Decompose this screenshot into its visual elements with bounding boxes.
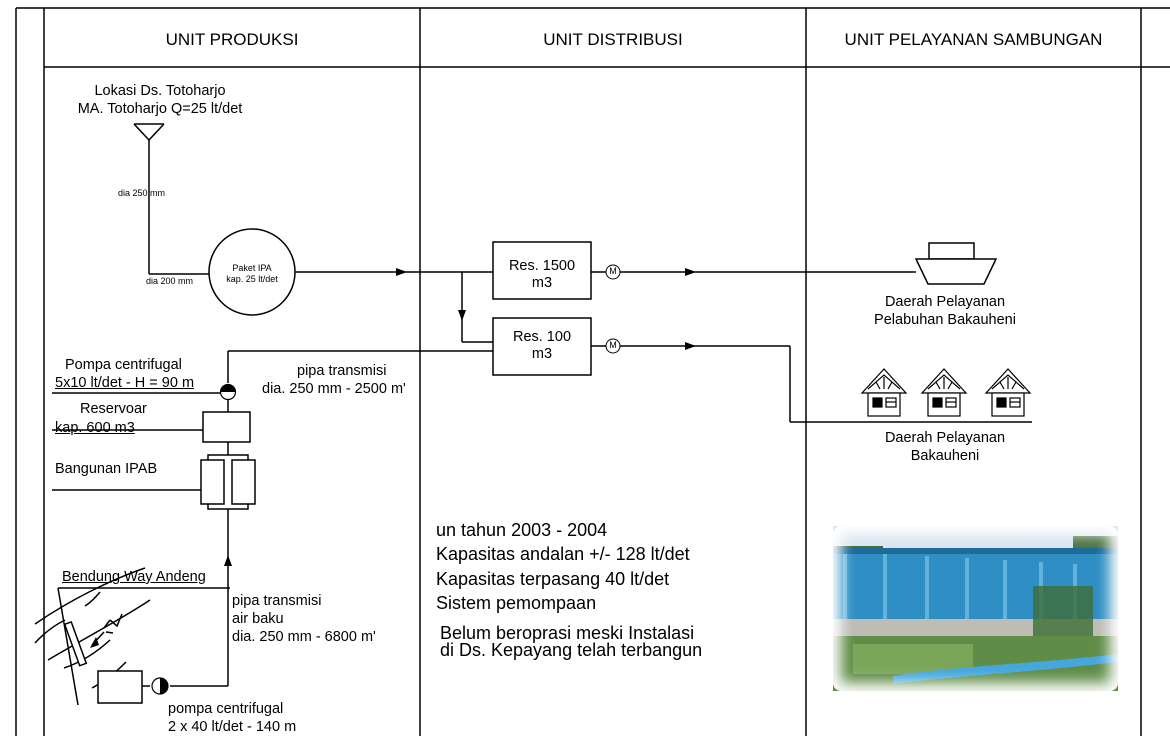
flow-arrow <box>458 310 466 321</box>
river-weir-symbol <box>34 567 230 706</box>
water-meter-symbol <box>605 338 621 354</box>
service-area-label: Daerah Pelayanan <box>884 294 1006 310</box>
installation-photo-vignette <box>833 526 1118 691</box>
table-frame <box>15 7 1170 736</box>
service-area-label: Daerah Pelayanan <box>884 430 1006 446</box>
pipe-diameter-label: dia 250 mm <box>118 188 166 198</box>
header-unit-pelayanan: UNIT PELAYANAN SAMBUNGAN <box>844 30 1103 49</box>
house-icon <box>984 368 1032 417</box>
pump-symbol <box>151 677 169 695</box>
flow-arrow <box>685 268 696 276</box>
distribution-pipe <box>295 271 493 343</box>
paket-ipa-label: Paket IPA <box>232 263 272 273</box>
pump-symbol <box>219 383 237 401</box>
flow-arrow <box>396 268 407 276</box>
reservoir-1500 <box>492 241 592 300</box>
flow-arrow <box>685 342 696 350</box>
raw-transmission-spec: dia. 250 mm - 6800 m' <box>232 629 376 645</box>
ipab-building-symbol <box>200 454 256 510</box>
info-line: Kapasitas andalan +/- 128 lt/det <box>436 544 690 564</box>
installation-photo <box>833 526 1118 691</box>
reservoar-600-symbol <box>202 411 251 443</box>
transmission-pipe <box>52 350 493 412</box>
reservoir-label: Res. 100 <box>512 329 572 345</box>
house-icon <box>920 368 968 417</box>
reservoir-100 <box>492 317 592 376</box>
info-line: un tahun 2003 - 2004 <box>436 520 608 540</box>
intake-box-symbol <box>97 670 143 704</box>
pump-label: pompa centrifugal <box>168 701 284 717</box>
flow-arrow <box>224 555 232 566</box>
house-icon <box>860 368 908 417</box>
raw-transmission-label: pipa transmisi <box>232 593 322 609</box>
meter-glyph: M <box>609 340 617 350</box>
reservoar-label: Reservoar <box>80 401 147 417</box>
pump-label: Pompa centrifugal <box>65 357 182 373</box>
info-line: Kapasitas terpasang 40 lt/det <box>436 569 670 589</box>
reservoir-label: Res. 1500 <box>508 258 576 274</box>
transmission-spec: dia. 250 mm - 2500 m' <box>262 381 406 397</box>
header-unit-distribusi: UNIT DISTRIBUSI <box>543 30 683 49</box>
paket-ipa-capacity: kap. 25 lt/det <box>226 274 278 284</box>
ipab-label: Bangunan IPAB <box>55 461 158 477</box>
reservoir-unit: m3 <box>531 346 553 362</box>
info-line: Belum beroprasi meski Instalasi <box>440 623 695 643</box>
header-unit-produksi: UNIT PRODUKSI <box>165 30 299 49</box>
flow-arrow <box>90 637 99 648</box>
reservoir-unit: m3 <box>531 275 553 291</box>
water-meter-symbol <box>605 264 621 280</box>
source-capacity-label: MA. Totoharjo Q=25 lt/det <box>77 101 243 117</box>
pipe-diameter-label: dia 200 mm <box>146 276 194 286</box>
intake-source-symbol <box>133 123 210 275</box>
info-line: Sistem pemompaan <box>436 593 597 613</box>
source-location-label: Lokasi Ds. Totoharjo <box>94 83 226 99</box>
transmission-label: pipa transmisi <box>297 363 387 379</box>
harbour-ship-icon <box>914 242 998 285</box>
info-line: di Ds. Kepayang telah terbangun <box>440 640 703 660</box>
bendung-label: Bendung Way Andeng <box>62 569 206 585</box>
service-area-name: Pelabuhan Bakauheni <box>874 312 1016 328</box>
reservoar-capacity: kap. 600 m3 <box>55 420 135 436</box>
service-area-name: Bakauheni <box>910 448 980 464</box>
meter-glyph: M <box>609 266 617 276</box>
pump-spec: 5x10 lt/det - H = 90 m <box>55 375 195 391</box>
raw-transmission-label: air baku <box>232 611 284 627</box>
pump-spec: 2 x 40 lt/det - 140 m <box>168 719 297 735</box>
